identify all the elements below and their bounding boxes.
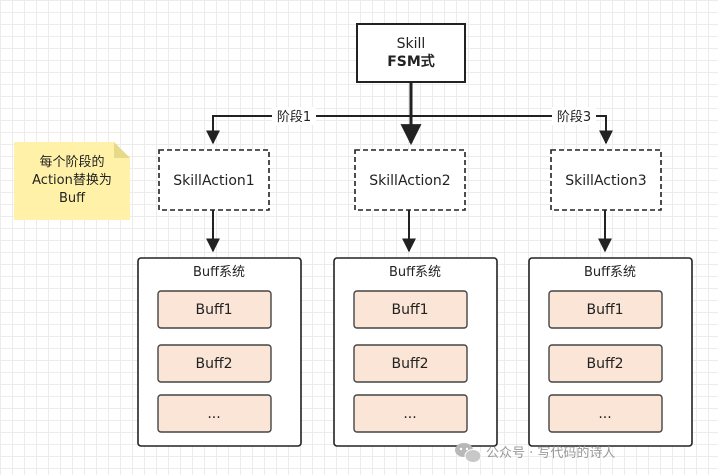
skill-action-node-2[interactable]: SkillAction2	[354, 149, 466, 211]
fsm-title: Skill	[397, 36, 426, 52]
stage-label-1-bg	[272, 107, 316, 125]
buff-system-1[interactable]: Buff系统 Buff1 Buff2 ...	[137, 257, 302, 447]
buff-item-1-3[interactable]	[157, 394, 272, 433]
fsm-connectors: 阶段1 阶段3	[206, 82, 613, 146]
skill-action-label-3: SkillAction3	[565, 173, 646, 189]
buff-item-label: Buff1	[586, 302, 623, 318]
skill-action-node-1[interactable]: SkillAction1	[158, 149, 270, 211]
buff-item-label: Buff1	[391, 302, 428, 318]
buff-item-label: ...	[403, 406, 416, 422]
buff-item-2-1[interactable]	[353, 290, 468, 329]
buff-item-label: Buff1	[195, 302, 232, 318]
stage-label-3-bg	[552, 107, 596, 125]
sticky-note: 每个阶段的 Action替换为 Buff	[14, 142, 130, 220]
note-line-2: Action替换为	[32, 173, 112, 188]
buff-item-label: Buff2	[391, 356, 428, 372]
branch-line-right	[411, 115, 613, 145]
buff-system-title-1: Buff系统	[193, 265, 245, 280]
fsm-node[interactable]: Skill FSM式	[356, 23, 466, 83]
buff-system-title-3: Buff系统	[584, 265, 636, 280]
watermark: 公众号 · 写代码的诗人	[455, 443, 615, 463]
stage-label-1: 阶段1	[277, 110, 311, 125]
action-to-buff-arrows	[206, 210, 612, 253]
buff-item-3-3[interactable]	[548, 394, 663, 433]
buff-item-label: ...	[598, 406, 611, 422]
wechat-icon	[455, 443, 482, 463]
note-line-3: Buff	[59, 191, 86, 206]
buff-item-2-3[interactable]	[353, 394, 468, 433]
fsm-subtitle: FSM式	[387, 53, 435, 70]
skill-action-label-2: SkillAction2	[369, 173, 450, 189]
skill-action-node-3[interactable]: SkillAction3	[550, 149, 662, 211]
buff-item-label: Buff2	[195, 356, 232, 372]
buff-system-2[interactable]: Buff系统 Buff1 Buff2 ...	[333, 257, 498, 447]
branch-line-left	[206, 115, 411, 145]
buff-item-1-1[interactable]	[157, 290, 272, 329]
skill-action-label-1: SkillAction1	[173, 173, 254, 189]
buff-item-1-2[interactable]	[157, 344, 272, 383]
buff-item-3-2[interactable]	[548, 344, 663, 383]
note-line-1: 每个阶段的	[39, 154, 104, 170]
buff-item-2-2[interactable]	[353, 344, 468, 383]
buff-system-3[interactable]: Buff系统 Buff1 Buff2 ...	[528, 257, 693, 447]
buff-item-3-1[interactable]	[548, 290, 663, 329]
stage-label-3: 阶段3	[557, 110, 591, 125]
watermark-text: 公众号 · 写代码的诗人	[486, 445, 615, 461]
buff-item-label: ...	[207, 406, 220, 422]
buff-system-title-2: Buff系统	[389, 265, 441, 280]
buff-item-label: Buff2	[586, 356, 623, 372]
